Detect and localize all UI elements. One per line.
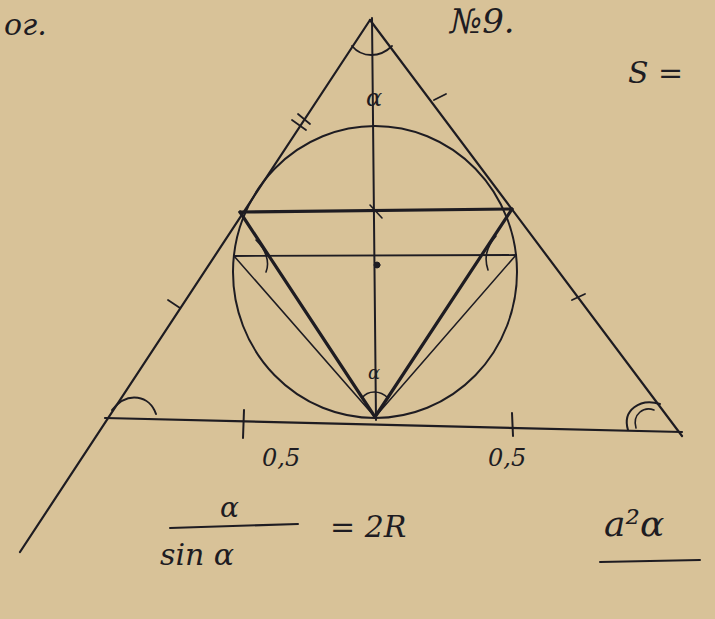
formula-result: = 2R xyxy=(330,512,406,542)
angle-label: α xyxy=(368,364,380,382)
formula-numerator: α xyxy=(220,494,239,522)
area-formula: S = xyxy=(628,58,683,88)
problem-number: №9. xyxy=(450,4,515,38)
formula-denominator: sin α xyxy=(160,540,234,570)
page-number: ог. xyxy=(4,10,47,40)
length-label: 0,5 xyxy=(262,446,300,470)
length-label: 0,5 xyxy=(488,446,526,470)
angle-label: α xyxy=(366,86,382,110)
formula-fragment: a²α xyxy=(604,506,664,542)
